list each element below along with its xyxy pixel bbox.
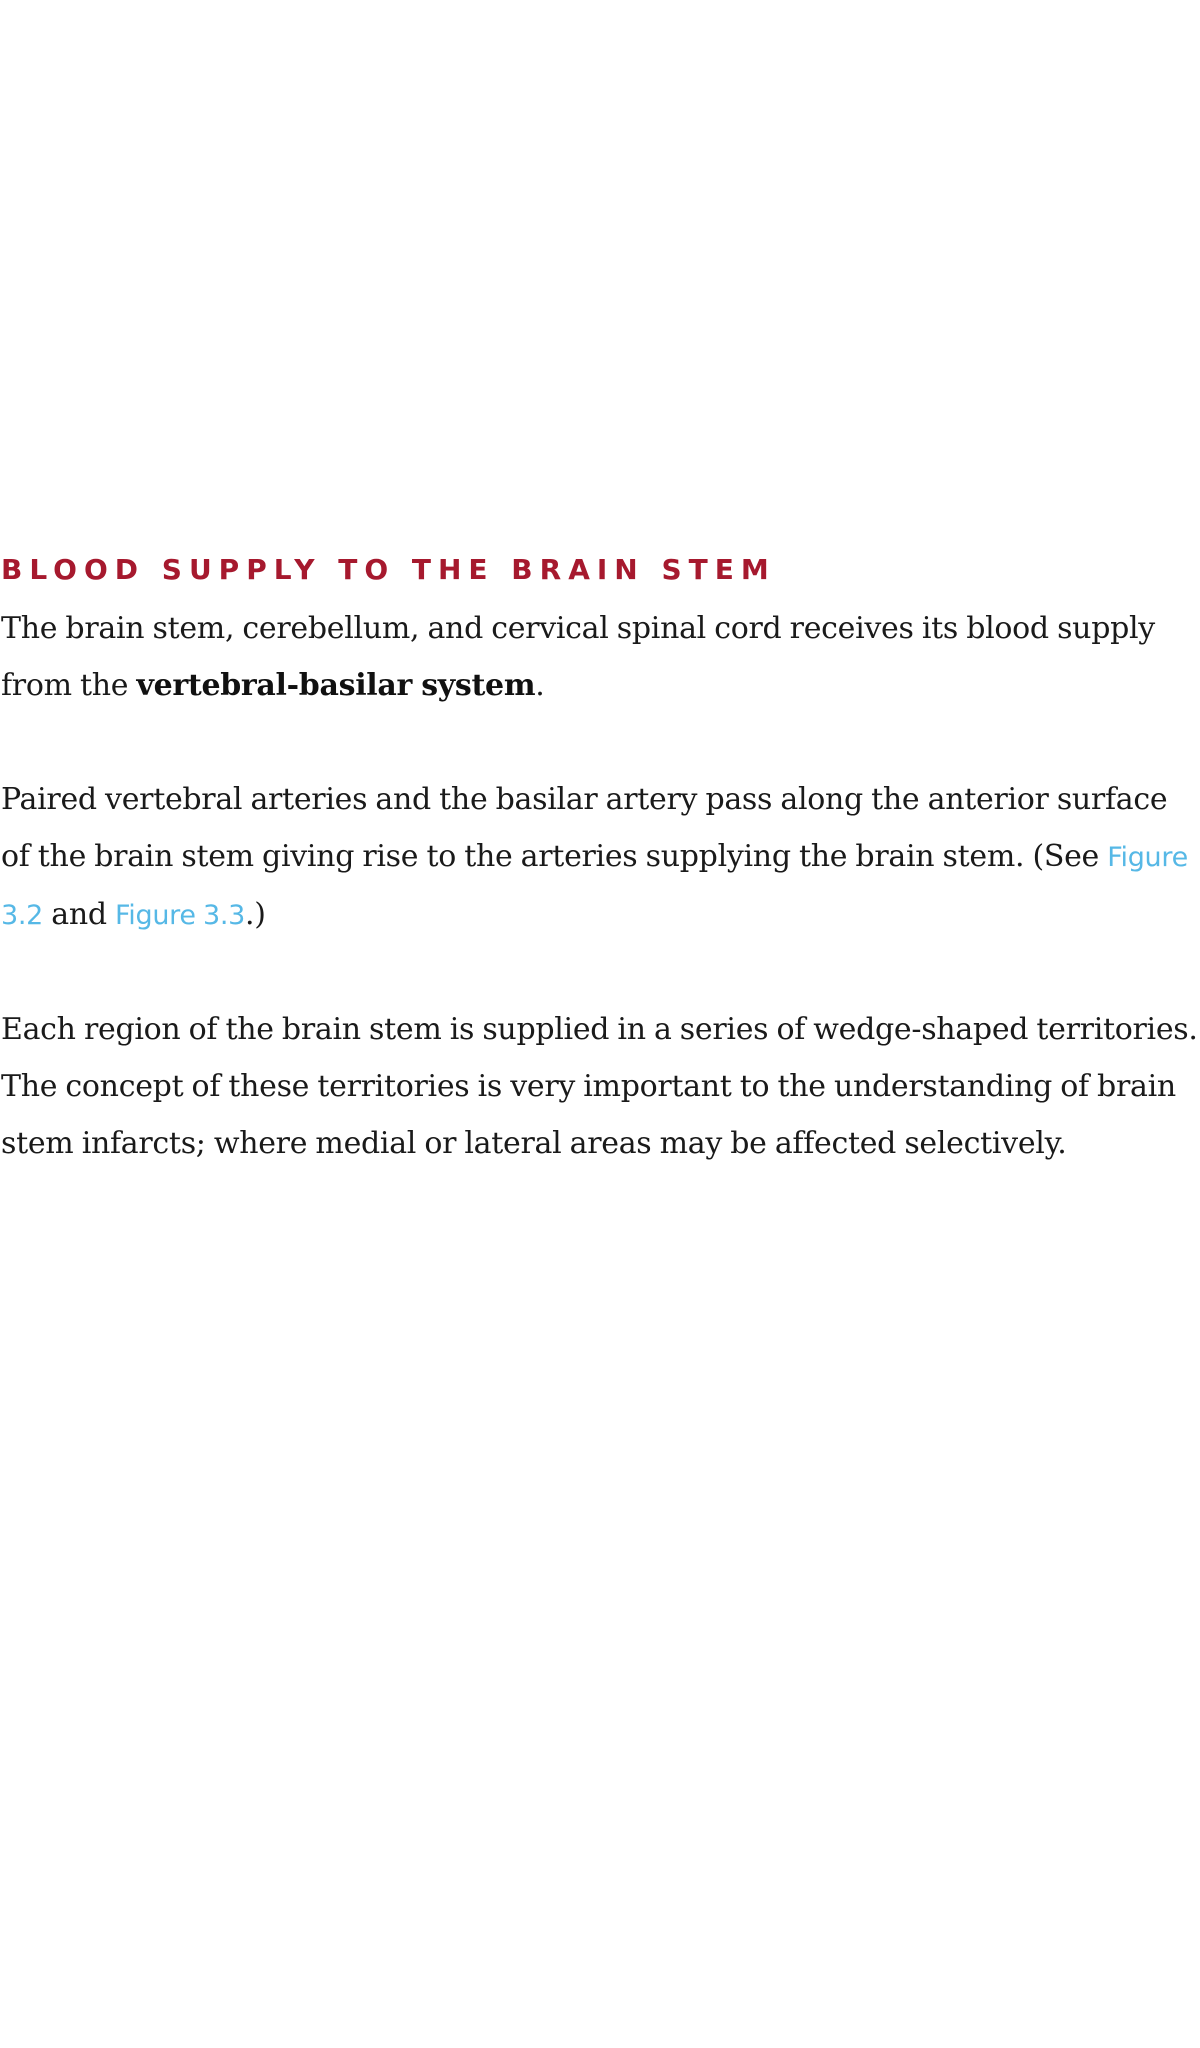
article-content: Blood Supply to the Brain Stem The brain… — [0, 548, 1200, 1229]
paragraph-arteries-text: Paired vertebral arteries and the basila… — [1, 782, 1168, 874]
section-heading: Blood Supply to the Brain Stem — [1, 553, 776, 586]
paragraph-arteries-end: .) — [245, 897, 266, 932]
paragraph-arteries-and: and — [43, 897, 116, 932]
paragraph-intro-text: The brain stem, cerebellum, and cervical… — [1, 611, 1155, 703]
paragraph-arteries: Paired vertebral arteries and the basila… — [1, 771, 1200, 944]
paragraph-intro-end: . — [535, 668, 545, 703]
figure-3-2-link[interactable]: Figure 3.2 — [1, 842, 1188, 931]
paragraph-territories: Each region of the brain stem is supplie… — [1, 1012, 1198, 1161]
paragraph-intro: The brain stem, cerebellum, and cervical… — [1, 600, 1200, 714]
term-vertebral-basilar-system: vertebral-basilar system — [136, 668, 536, 703]
figure-3-3-link[interactable]: Figure 3.3 — [115, 900, 245, 931]
